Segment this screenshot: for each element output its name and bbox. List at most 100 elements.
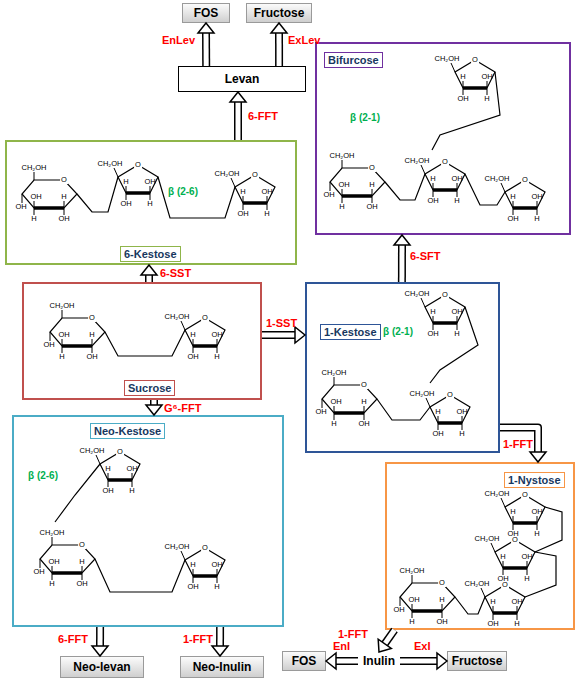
substituent-bond	[493, 613, 494, 620]
arrow-head	[394, 235, 410, 245]
sugar-ring	[495, 540, 535, 568]
atom-label: H	[49, 580, 54, 588]
substituent-bond	[372, 189, 373, 196]
structure-box: Bifurcose	[315, 42, 571, 235]
arrow-fill	[204, 32, 209, 66]
substituent-bond	[442, 604, 443, 611]
atom-label: O	[251, 171, 259, 179]
arrow-outline	[335, 657, 358, 665]
atom-label: H	[214, 583, 219, 591]
substituent-bond	[34, 208, 35, 215]
atom-label: H	[454, 197, 459, 205]
arrow-outline	[500, 427, 538, 453]
ring-front-edge	[62, 344, 92, 348]
bond-label: β (2-1)	[383, 326, 413, 337]
substituent-bond	[62, 339, 63, 346]
atom-label: OH	[330, 398, 341, 406]
atom-label: H	[514, 620, 519, 628]
atom-label: H	[264, 210, 269, 218]
substituent-bond	[193, 569, 194, 576]
atom-label: H	[534, 530, 539, 538]
substituent-bond	[334, 413, 335, 420]
substituent-bond	[412, 575, 413, 583]
ring-front-edge	[193, 574, 217, 578]
node-label: Fructose	[452, 654, 503, 668]
substituent-bond	[50, 332, 51, 341]
substituent-bond	[62, 346, 63, 353]
substituent-bond	[193, 576, 194, 583]
atom-label: O	[88, 314, 96, 322]
substituent-bond	[342, 196, 343, 203]
substituent-bond	[40, 559, 41, 568]
product-box: FOS	[282, 651, 326, 671]
arrow-outline	[275, 32, 283, 66]
enzyme-label: 1-FFT	[338, 628, 368, 640]
substituent-bond	[243, 203, 244, 210]
substituent-bond	[217, 339, 218, 346]
arrow-head	[198, 23, 214, 33]
atom-label: CH₂OH	[475, 535, 500, 543]
atom-label: OH	[487, 620, 498, 628]
glycosidic-bond	[77, 177, 118, 212]
atom-label: H	[510, 508, 515, 516]
atom-label: OH	[323, 191, 334, 199]
arrow-outline	[96, 627, 104, 647]
atom-label: H	[490, 598, 495, 606]
product-box: Fructose	[447, 651, 507, 671]
arrow-outline	[400, 657, 438, 665]
atom-label: O	[116, 448, 124, 456]
atom-label: H	[147, 200, 152, 208]
substituent-bond	[82, 566, 83, 573]
atom-label: OH	[366, 203, 377, 211]
arrow-head	[530, 452, 546, 462]
atom-label: H	[409, 618, 414, 626]
sugar-ring	[185, 548, 225, 576]
compound-name: Bifurcose	[324, 52, 383, 68]
substituent-bond	[451, 63, 455, 72]
atom-label: CH₂OH	[322, 369, 347, 377]
atom-label: OH	[451, 308, 462, 316]
atom-label: H	[484, 95, 489, 103]
substituent-bond	[457, 323, 458, 330]
arrow-head	[230, 92, 246, 102]
substituent-bond	[217, 576, 218, 583]
substituent-bond	[52, 566, 53, 573]
substituent-bond	[92, 346, 93, 353]
substituent-bond	[438, 416, 439, 423]
atom-label: O	[441, 158, 449, 166]
substituent-bond	[217, 569, 218, 576]
substituent-bond	[493, 606, 494, 613]
enzyme-label: G⁶-FFT	[164, 402, 201, 414]
arrow-head	[271, 23, 287, 33]
atom-label: H	[31, 215, 36, 223]
atom-label: CH₂OH	[410, 390, 435, 398]
atom-label: O	[201, 314, 209, 322]
substituent-bond	[501, 183, 505, 192]
atom-label: OH	[33, 568, 44, 576]
ring-front-edge	[503, 566, 527, 570]
bond-label: β (2-6)	[168, 186, 198, 197]
atom-label: OH	[102, 487, 113, 495]
atom-label: O	[360, 381, 368, 389]
atom-label: CH₂OH	[400, 567, 425, 575]
substituent-bond	[527, 568, 528, 575]
compound-name: 1-Nystose	[504, 472, 565, 488]
atom-label: OH	[531, 193, 542, 201]
substituent-bond	[82, 573, 83, 580]
reaction-arrow	[400, 653, 447, 669]
substituent-bond	[64, 208, 65, 215]
substituent-bond	[342, 160, 343, 168]
arrow-head	[146, 405, 162, 415]
substituent-bond	[181, 321, 185, 330]
atom-label: H	[439, 596, 444, 604]
atom-label: O	[471, 56, 479, 64]
substituent-bond	[126, 186, 127, 193]
product-box: Neo-Inulin	[180, 656, 264, 678]
substituent-bond	[442, 611, 443, 618]
product-box: Fructose	[246, 3, 312, 23]
reaction-arrow	[326, 653, 358, 669]
atom-label: OH	[15, 203, 26, 211]
atom-label: O	[368, 164, 376, 172]
